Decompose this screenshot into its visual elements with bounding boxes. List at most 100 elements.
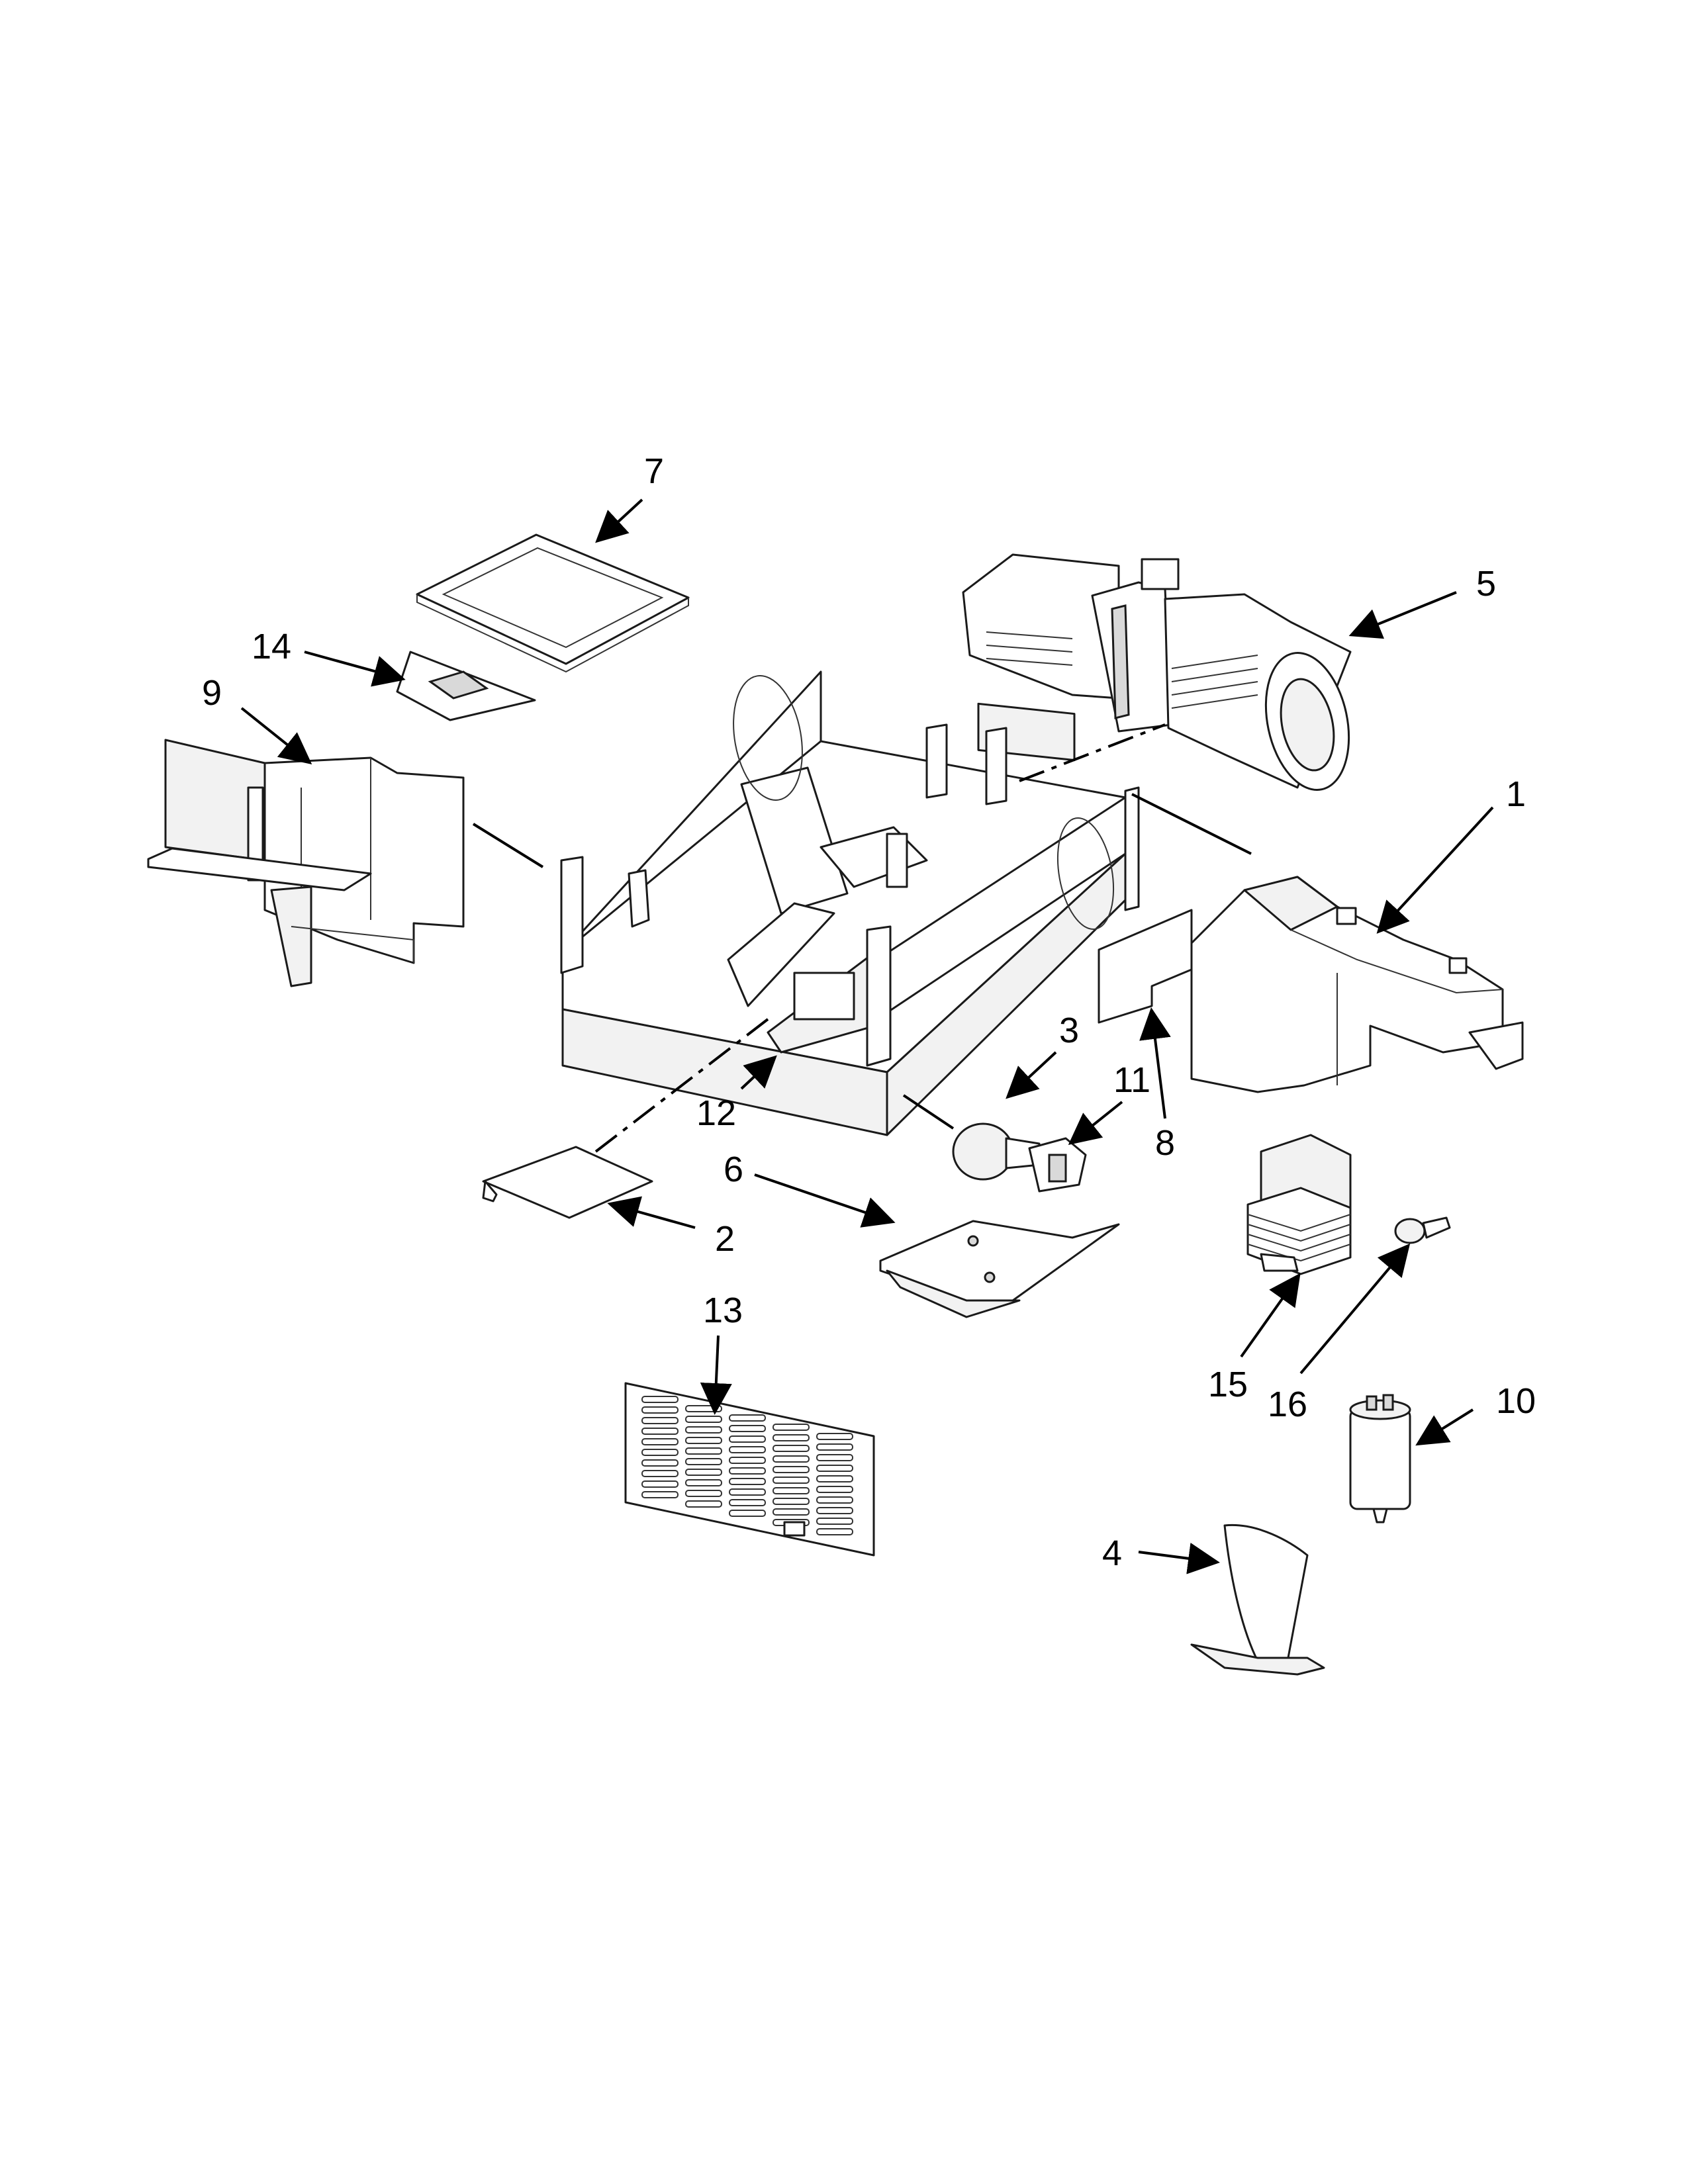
callout-15: 15 [1208,1365,1248,1404]
grille-slot [773,1508,810,1516]
part-13-grille[interactable] [624,1382,875,1557]
grille-slot [773,1445,810,1452]
grille-slot [685,1437,722,1444]
callout-6: 6 [724,1150,743,1189]
alignment-line-2 [594,1018,769,1153]
grille-slot [729,1435,766,1443]
grille-slot [729,1510,766,1517]
arrow-14 [304,651,406,687]
callout-1: 1 [1506,774,1526,814]
grille-slot [816,1518,853,1525]
alignment-line-5 [1019,723,1166,782]
grille-slot [641,1459,679,1467]
part-10-capacitor[interactable] [1349,1394,1411,1524]
grille-slot [816,1507,853,1514]
arrow-5 [1348,591,1457,639]
arrow-4 [1138,1543,1220,1574]
grille-slot [773,1498,810,1505]
grille-slot [641,1491,679,1498]
callout-2: 2 [715,1219,735,1259]
grille-slot [685,1490,722,1497]
grille-slot [641,1396,679,1403]
arrow-16 [1299,1243,1411,1375]
part-6-plate[interactable] [879,1220,1120,1318]
grille-slots [641,1396,853,1535]
part-12-base[interactable] [560,670,1140,1136]
callout-4: 4 [1102,1533,1122,1573]
arrow-10 [1415,1408,1474,1446]
callout-8: 8 [1155,1123,1175,1163]
grille-slot [729,1499,766,1506]
grille-slot [641,1449,679,1456]
arrow-6 [754,1173,896,1228]
part-4-damper[interactable] [1190,1524,1325,1676]
grille-slot [685,1416,722,1423]
grille-slot [816,1454,853,1461]
grille-slot [641,1428,679,1435]
arrow-3 [1006,1051,1057,1099]
callout-9: 9 [202,673,222,713]
callout-14: 14 [252,627,291,666]
callout-11: 11 [1113,1060,1150,1100]
grille-slot [685,1469,722,1476]
leader-3-line [902,1094,955,1130]
callout-10: 10 [1496,1381,1536,1421]
grille-slot [816,1475,853,1482]
grille-slot [641,1438,679,1445]
grille-slot [685,1479,722,1486]
arrow-8 [1139,1007,1171,1119]
arrow-2 [607,1196,696,1229]
grille-slot [641,1406,679,1414]
arrow-7 [595,498,643,543]
grille-slot [816,1465,853,1472]
grille-slot [816,1528,853,1535]
callout-12: 12 [696,1093,736,1133]
part-16-thermostat[interactable] [1394,1216,1451,1244]
grille-slot [773,1477,810,1484]
arrow-11 [1068,1101,1123,1145]
grille-slot [773,1466,810,1473]
arrow-1 [1376,806,1494,934]
part-15-transformer[interactable] [1246,1134,1352,1275]
grille-slot [729,1467,766,1475]
part-11-socket[interactable] [1028,1137,1087,1193]
grille-slot [685,1447,722,1455]
callout-3: 3 [1059,1011,1079,1050]
leader-9-line [472,823,544,868]
arrow-12 [740,1055,777,1090]
grille-slot [816,1496,853,1504]
grille-slot [685,1426,722,1433]
part-1-duct-cover[interactable] [1190,876,1524,1093]
grille-slot [729,1414,766,1422]
grille-slot [773,1455,810,1463]
callout-16: 16 [1268,1385,1307,1424]
callout-5: 5 [1476,564,1496,604]
arrow-13 [700,1335,732,1415]
grille-slot [773,1424,810,1431]
part-5-blower[interactable] [962,553,1361,797]
part-3-bulb[interactable] [952,1122,1041,1181]
grille-slot [685,1500,722,1508]
grille-slot [729,1425,766,1432]
grille-slot [773,1434,810,1441]
leader-1-line [1131,793,1252,855]
grille-slot [729,1478,766,1485]
grille-slot [729,1446,766,1453]
part-9-duct[interactable] [147,739,465,987]
grille-slot [729,1457,766,1464]
arrow-9 [240,707,312,764]
part-8-panel[interactable] [1098,909,1193,1024]
grille-slot [641,1480,679,1488]
grille-slot [816,1443,853,1451]
grille-slot [641,1417,679,1424]
callout-13: 13 [703,1291,743,1330]
part-2-plate[interactable] [482,1146,653,1219]
callout-7: 7 [644,451,664,491]
part-7-filter[interactable] [416,533,690,673]
grille-slot [685,1458,722,1465]
grille-slot [816,1486,853,1493]
grille-slot [729,1488,766,1496]
part-14-plate[interactable] [396,651,536,721]
arrow-15 [1240,1273,1301,1358]
